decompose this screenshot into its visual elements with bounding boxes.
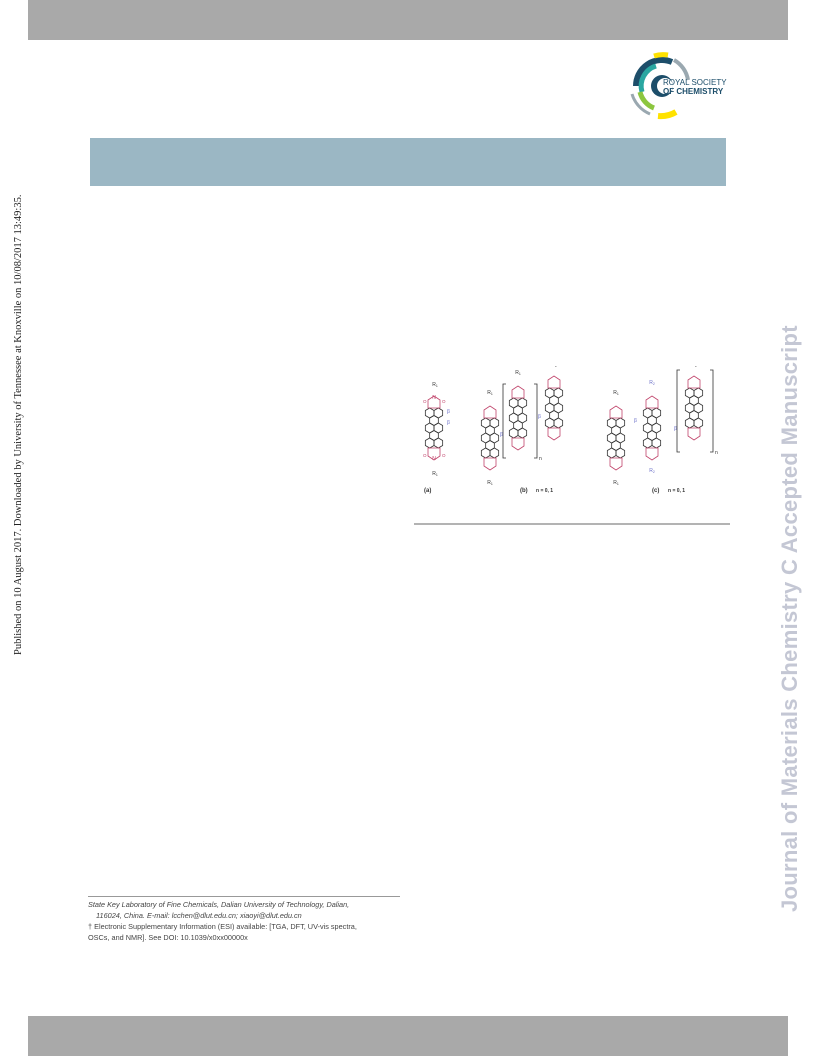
r1-b-1: R1 xyxy=(487,390,493,396)
footnote-divider xyxy=(88,896,400,897)
logo-arc-yellow-top xyxy=(653,52,669,59)
logo-arc-green xyxy=(637,91,656,111)
n-symbol-c: n xyxy=(715,450,718,456)
r1-b-2: R1 xyxy=(515,370,521,376)
affiliation-line-1: State Key Laboratory of Fine Chemicals, … xyxy=(88,900,350,909)
accepted-manuscript-watermark: Journal of Materials Chemistry C Accepte… xyxy=(777,325,802,912)
structure-b: n β β R1 R1 R1 R1 xyxy=(481,366,562,486)
n-label-c: n = 0, 1 xyxy=(668,488,685,494)
atom-o-a-2: O xyxy=(442,399,446,404)
structure-a: N R1 N R1 O O O O β β xyxy=(423,382,450,477)
r1-a-bot: R1 xyxy=(432,471,438,477)
beta-b-1: β xyxy=(500,432,503,438)
r1-c-2: R1 xyxy=(691,366,697,368)
n-label-b: n = 0, 1 xyxy=(536,488,553,494)
logo-line1: ROYAL SOCIETY xyxy=(663,78,727,87)
chemical-structures-figure: N R1 N R1 O O O O β β (a) n β β R1 R1 R1… xyxy=(423,366,718,494)
rsc-logo xyxy=(630,52,690,120)
logo-arc-grey xyxy=(672,58,690,81)
atom-o-a-3: O xyxy=(423,453,427,458)
logo-arc-yellow xyxy=(657,109,678,120)
affiliation-line-2: 116024, China. E-mail: lcchen@dlut.edu.c… xyxy=(96,911,302,920)
atom-o-a-4: O xyxy=(442,453,446,458)
r1-c-3: R1 xyxy=(613,480,619,486)
esi-line-2: OSCs, and NMR]. See DOI: 10.1039/x0xx000… xyxy=(88,933,248,942)
beta-a-2: β xyxy=(447,420,450,426)
atom-o-a-1: O xyxy=(423,399,427,404)
figure-separator xyxy=(414,523,730,525)
r1-c-1: R1 xyxy=(613,390,619,396)
atom-n-a-bot: N xyxy=(432,456,436,462)
beta-c-1: β xyxy=(634,418,637,424)
header-bar xyxy=(28,0,788,40)
r1-a-top: R1 xyxy=(432,382,438,388)
beta-c-2: β xyxy=(674,426,677,432)
logo-wordmark: ROYAL SOCIETY OF CHEMISTRY xyxy=(663,78,727,96)
r1-b-4: R1 xyxy=(487,480,493,486)
publication-stamp: Published on 10 August 2017. Downloaded … xyxy=(13,194,24,655)
panel-label-a: (a) xyxy=(424,488,431,494)
panel-label-b: (b) xyxy=(520,488,528,494)
n-symbol-b: n xyxy=(539,456,542,462)
r1-b-3: R1 xyxy=(551,366,557,368)
beta-a: β xyxy=(447,409,450,415)
esi-line-1: † Electronic Supplementary Information (… xyxy=(88,922,357,931)
title-band xyxy=(90,138,726,186)
footnotes: State Key Laboratory of Fine Chemicals, … xyxy=(88,899,402,943)
logo-line2: OF CHEMISTRY xyxy=(663,87,724,96)
structure-c: n β β R1 R2 R1 R2 R1 xyxy=(607,366,718,486)
footer-bar xyxy=(28,1016,788,1056)
atom-n-a-top: N xyxy=(432,395,436,401)
beta-b-2: β xyxy=(538,414,541,420)
panel-label-c: (c) xyxy=(652,488,659,494)
logo-arc-teal xyxy=(638,63,657,93)
logo-arc-grey2 xyxy=(630,93,651,116)
logo-arc-dark xyxy=(633,57,674,87)
r2-c-1: R2 xyxy=(649,380,655,386)
r2-c-2: R2 xyxy=(649,468,655,474)
